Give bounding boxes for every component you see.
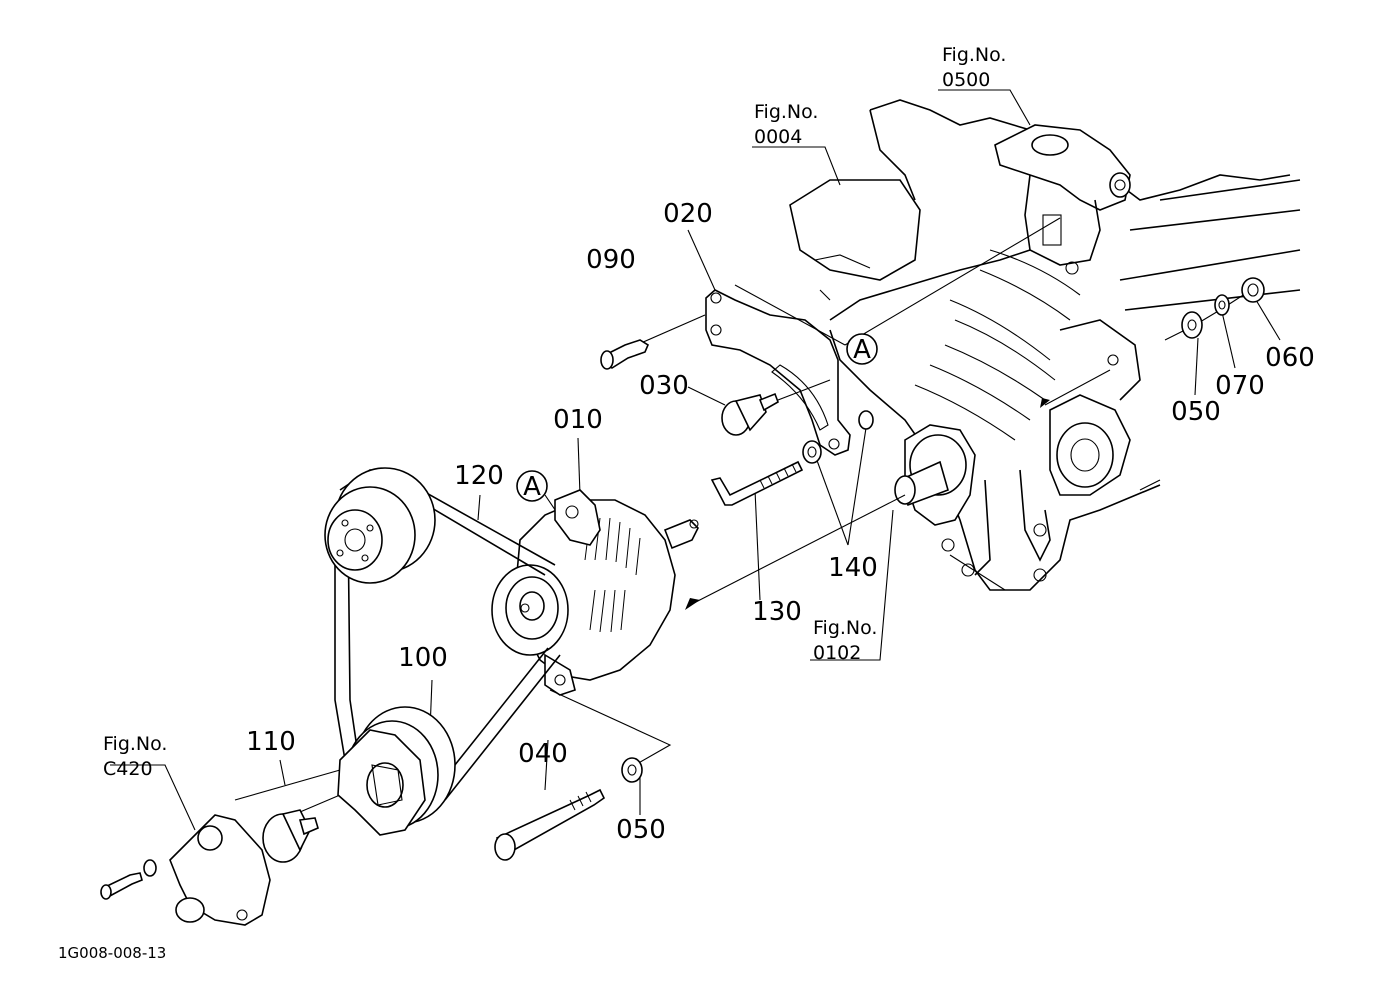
- callout-130: 130: [752, 597, 802, 627]
- bolt-030: [721, 392, 779, 436]
- callout-120: 120: [454, 461, 504, 491]
- callout-090: 090: [586, 245, 636, 275]
- washer-050-lower: [621, 757, 643, 783]
- svg-text:0102: 0102: [813, 642, 861, 664]
- fig-ref-0004: Fig.No. 0004: [754, 101, 818, 148]
- callout-020: 020: [663, 199, 713, 229]
- marker-a-lower: A: [516, 470, 548, 502]
- svg-text:Fig.No.: Fig.No.: [754, 101, 818, 123]
- bracket-020: [705, 289, 851, 456]
- svg-text:0500: 0500: [942, 69, 990, 91]
- callout-060: 060: [1265, 343, 1315, 373]
- fig-ref-c420: Fig.No. C420: [103, 733, 167, 780]
- bolt-090: [600, 339, 650, 370]
- bolt-110: [262, 809, 319, 863]
- callout-100: 100: [398, 643, 448, 673]
- svg-text:C420: C420: [103, 758, 153, 780]
- alternator-010: [491, 489, 699, 696]
- callout-040: 040: [518, 739, 568, 769]
- fig-ref-0102: Fig.No. 0102: [813, 617, 877, 664]
- nut-060: [1241, 277, 1265, 303]
- arrows: [685, 398, 1050, 610]
- drawing-code: 1G008-008-13: [58, 944, 166, 962]
- fig-ref-0500: Fig.No. 0500: [942, 44, 1006, 91]
- washer-070: [1214, 294, 1230, 316]
- svg-text:Fig.No.: Fig.No.: [942, 44, 1006, 66]
- bolt-130: [710, 460, 804, 506]
- callout-050-right: 050: [1171, 397, 1221, 427]
- callout-010: 010: [553, 405, 603, 435]
- svg-text:Fig.No.: Fig.No.: [103, 733, 167, 755]
- washer-050-right: [1181, 311, 1203, 339]
- callout-030: 030: [639, 371, 689, 401]
- callout-labels: 010 020 030 040 050 050 060 070 090 100 …: [246, 199, 1315, 845]
- svg-text:Fig.No.: Fig.No.: [813, 617, 877, 639]
- callout-070: 070: [1215, 371, 1265, 401]
- svg-text:0004: 0004: [754, 126, 802, 148]
- bracket-c420: [100, 814, 271, 926]
- marker-a-upper: A: [846, 333, 878, 365]
- callout-050-lower: 050: [616, 815, 666, 845]
- bolt-040: [494, 788, 606, 861]
- svg-text:A: A: [853, 335, 871, 365]
- upper-pulley: [324, 467, 436, 584]
- callout-110: 110: [246, 727, 296, 757]
- engine-block: [789, 99, 1301, 591]
- fan-pulley-100: [337, 706, 456, 836]
- svg-text:A: A: [523, 472, 541, 502]
- nut-140: [802, 410, 874, 464]
- callout-140: 140: [828, 553, 878, 583]
